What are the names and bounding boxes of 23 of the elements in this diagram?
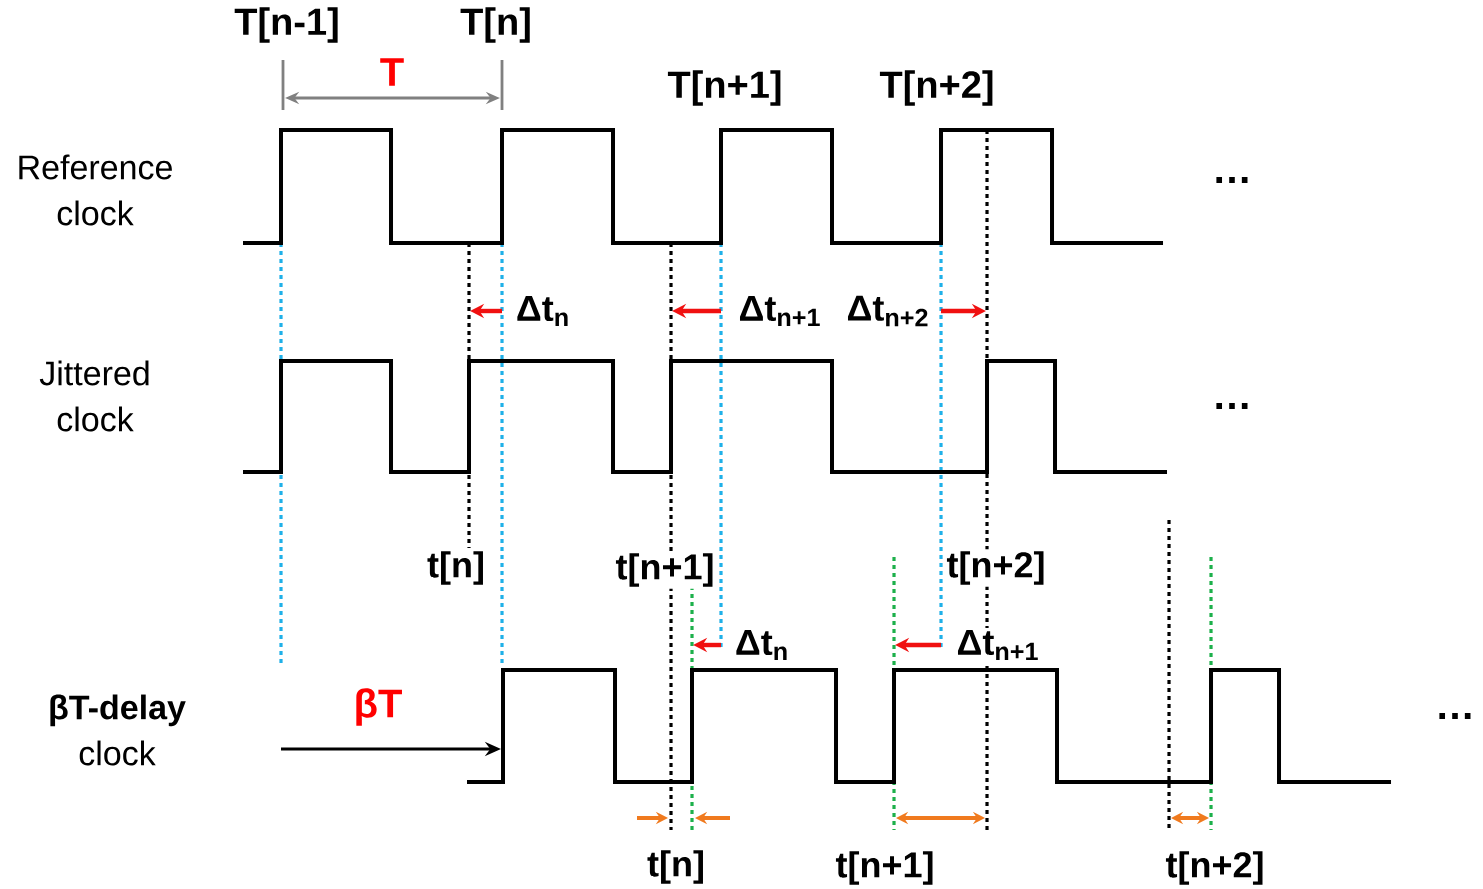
signal-label: Reference clock [19,154,172,226]
delta-label: Δt$_{n+1}$ [736,293,824,329]
time-label: T[n] [458,5,534,45]
signal-label: βT-delay clock [50,694,186,766]
time-label: t[n+1] [833,849,937,887]
ellipsis: … [1210,401,1254,411]
delta-label: Δt$_{n}$ [513,294,573,328]
delta-label: Δt$_{n+2}$ [844,293,932,329]
time-label: t[n] [645,848,707,886]
delta-label: Δt$_{n+1}$ [954,627,1042,663]
delta-label: Δt$_{n}$ [732,628,792,662]
ellipsis: … [1433,711,1477,721]
signal-label: Jittered clock [39,360,149,432]
time-label: T[n+2] [877,68,997,108]
time-label: T[n-1] [232,5,342,45]
dimension-label: T [377,56,407,88]
time-label: t[n+2] [1163,849,1267,887]
time-label: t[n+2] [944,549,1048,587]
ellipsis: … [1210,175,1254,185]
time-label: T[n+1] [665,68,785,108]
time-label: t[n+1] [613,551,717,589]
dimension-label: βT [351,686,405,728]
time-label: t[n] [425,549,487,587]
